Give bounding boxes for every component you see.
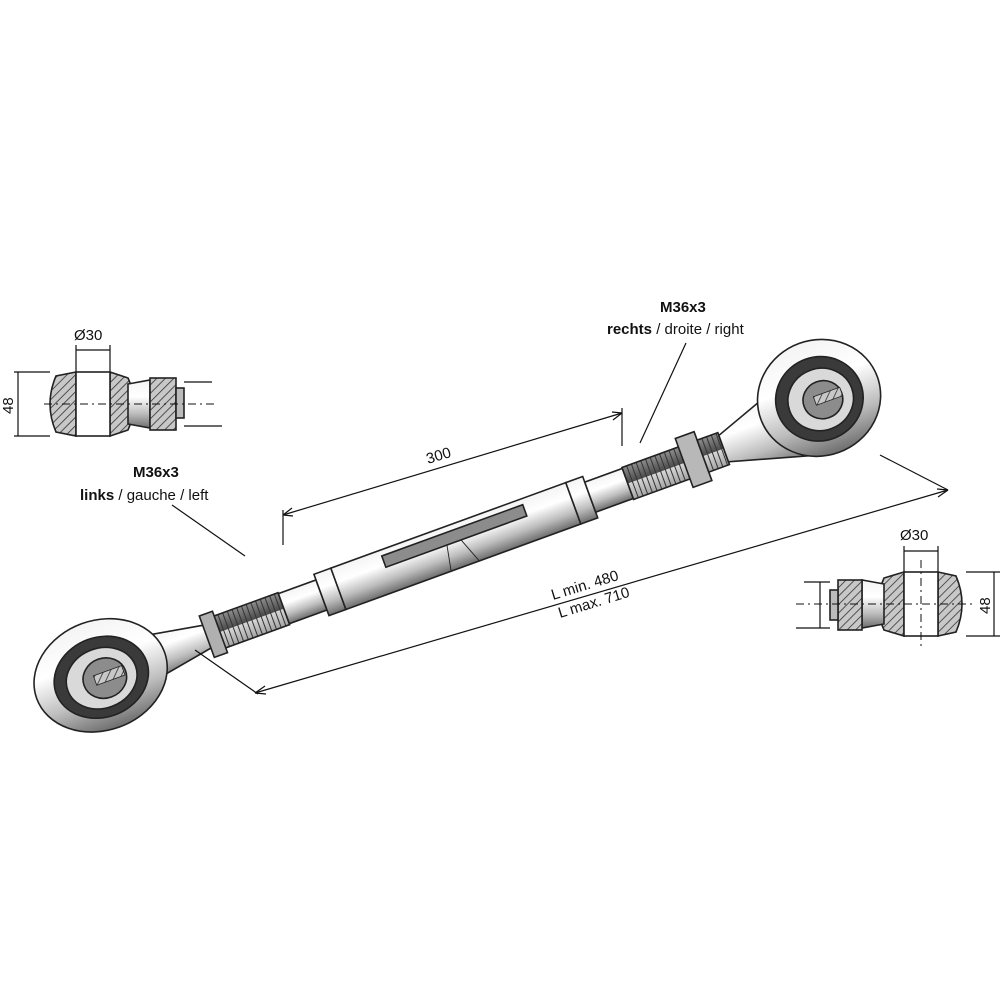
right-detail-width-label: 48: [977, 597, 994, 614]
left-detail-diameter-label: Ø30: [74, 327, 102, 344]
left-thread-callout: M36x3 links / gauche / left: [80, 464, 246, 557]
left-thread-m36x3: [198, 591, 291, 659]
left-thread-direction-label: links / gauche / left: [80, 487, 209, 504]
left-detail-width-label: 48: [0, 397, 17, 414]
right-thread-direction-label: rechts / droite / right: [607, 321, 745, 338]
top-link-assembly: [33, 338, 882, 733]
right-thread-callout: M36x3 rechts / droite / right: [607, 299, 745, 444]
right-detail-diameter-label: Ø30: [900, 527, 928, 544]
right-ball-joint-eye: [717, 338, 882, 463]
tube-length-label: 300: [424, 444, 453, 468]
right-ball-section-detail: Ø30 48: [796, 527, 1000, 650]
dimension-overall-length: [194, 454, 949, 695]
dimension-300: [282, 408, 623, 545]
left-thread-size-label: M36x3: [133, 464, 179, 481]
right-thread-size-label: M36x3: [660, 299, 706, 316]
left-ball-joint-eye: [33, 617, 223, 733]
adjuster-tube: [277, 467, 635, 625]
left-ball-section-detail: Ø30 48: [0, 327, 222, 438]
right-thread-m36x3: [620, 430, 731, 501]
